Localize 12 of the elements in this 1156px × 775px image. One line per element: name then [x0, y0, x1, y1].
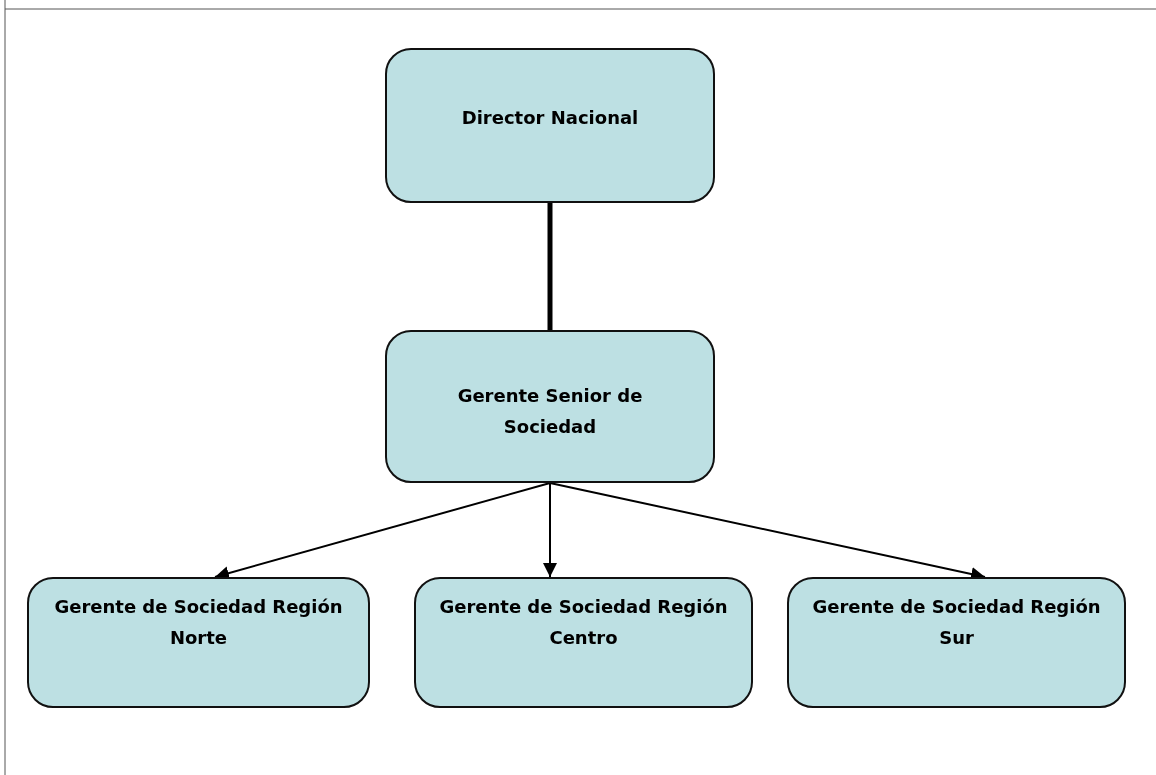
role-box [385, 330, 715, 483]
role-title: Gerente de Sociedad Región Sur [811, 595, 1102, 650]
connector-arrow [214, 482, 551, 580]
role-box [385, 48, 715, 203]
role-box [27, 577, 370, 708]
role-title: Gerente Senior de Sociedad [456, 384, 644, 439]
role-box [787, 577, 1126, 708]
role-title: Gerente de Sociedad Región Centro [438, 595, 729, 650]
role-title: Gerente de Sociedad Región Norte [53, 595, 344, 650]
role-title: Director Nacional [460, 106, 640, 130]
connector-arrow [543, 482, 557, 578]
role-box [414, 577, 753, 708]
